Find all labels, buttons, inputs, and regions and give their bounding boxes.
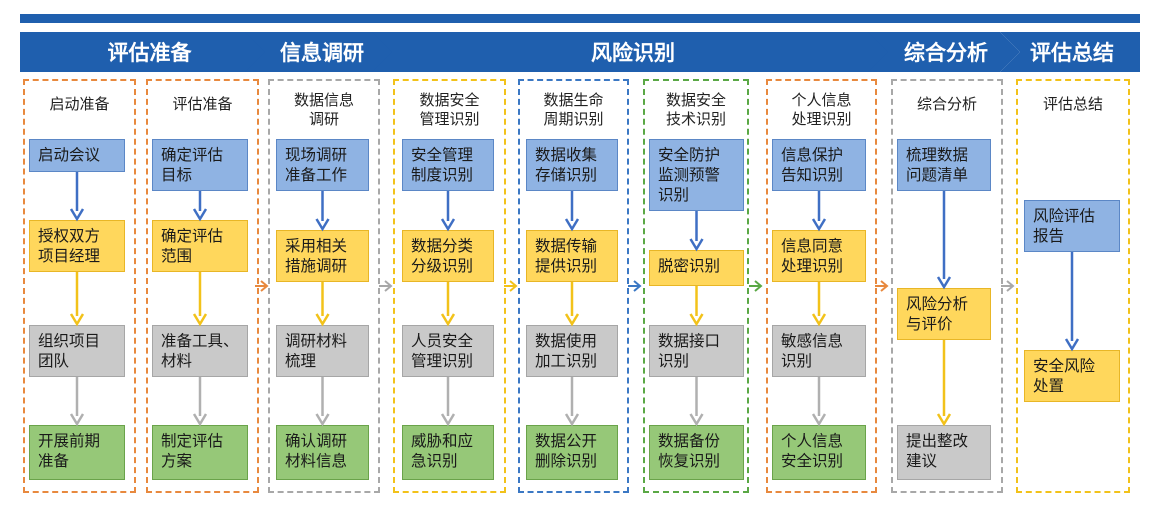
step-column-9: 评估总结 <box>1016 79 1130 493</box>
down-arrow-head <box>689 313 704 327</box>
step-box: 确定评估 范围 <box>152 220 248 272</box>
down-arrow-head <box>315 218 330 232</box>
step-box: 提出整改 建议 <box>897 425 991 480</box>
step-box: 个人信息 安全识别 <box>772 425 866 480</box>
step-box: 开展前期 准备 <box>29 425 125 480</box>
column-title: 启动准备 <box>49 95 110 113</box>
step-box: 数据接口 识别 <box>649 325 744 377</box>
column-connector-arrow <box>504 280 518 292</box>
down-arrow-head <box>811 313 827 327</box>
column-title: 评估总结 <box>1042 95 1103 113</box>
step-box: 准备工具、 材料 <box>152 325 248 377</box>
column-title: 评估准备 <box>172 95 233 113</box>
down-arrow-head <box>564 218 580 232</box>
step-box: 安全管理 制度识别 <box>402 139 494 191</box>
phase-label: 信息调研 <box>280 41 364 65</box>
step-box: 安全风险 处置 <box>1024 350 1120 402</box>
step-box: 启动会议 <box>29 139 125 172</box>
down-arrow-head <box>69 313 85 327</box>
down-arrow-head <box>689 238 704 252</box>
column-title: 数据安全 技术识别 <box>665 91 726 128</box>
step-column-6: 数据安全 技术识别 <box>643 79 749 493</box>
step-box: 授权双方 项目经理 <box>29 220 125 272</box>
column-connector-arrow <box>875 280 889 292</box>
step-box: 数据分类 分级识别 <box>402 230 494 282</box>
step-box: 现场调研 准备工作 <box>276 139 369 191</box>
down-arrow-head <box>192 313 208 327</box>
down-arrow-head <box>811 413 827 427</box>
down-arrow-head <box>315 413 330 427</box>
step-box: 信息同意 处理识别 <box>772 230 866 282</box>
step-box: 梳理数据 问题清单 <box>897 139 991 191</box>
down-arrow-head <box>315 313 330 327</box>
down-arrow-head <box>440 313 456 327</box>
down-arrow-head <box>811 218 827 232</box>
column-connector-arrow <box>749 280 763 292</box>
phase-chevron-1: 评估准备 <box>20 32 275 72</box>
column-title: 综合分析 <box>916 95 977 113</box>
down-arrow-head <box>564 313 580 327</box>
column-connector-arrow <box>255 280 269 292</box>
step-box: 风险评估 报告 <box>1024 200 1120 252</box>
phase-chevron-2: 信息调研 <box>245 32 395 72</box>
column-connector-arrow <box>1001 280 1015 292</box>
column-title: 数据生命 周期识别 <box>543 91 604 128</box>
phase-chevron-5: 评估总结 <box>1000 32 1140 72</box>
down-arrow-head <box>440 218 456 232</box>
step-box: 数据备份 恢复识别 <box>649 425 744 480</box>
column-connector-arrow <box>628 280 642 292</box>
down-arrow-head <box>689 413 704 427</box>
column-title: 数据信息 调研 <box>293 91 354 128</box>
step-box: 组织项目 团队 <box>29 325 125 377</box>
down-arrow-head <box>564 413 580 427</box>
down-arrow-head <box>1064 338 1080 352</box>
down-arrow-head <box>69 413 85 427</box>
phase-label: 综合分析 <box>904 41 988 65</box>
step-box: 数据收集 存储识别 <box>526 139 618 191</box>
step-box: 人员安全 管理识别 <box>402 325 494 377</box>
step-box: 威胁和应 急识别 <box>402 425 494 480</box>
phase-chevron-3: 风险识别 <box>372 32 890 72</box>
phase-label: 评估总结 <box>1030 41 1114 65</box>
phase-label: 评估准备 <box>107 41 192 65</box>
step-box: 脱密识别 <box>649 250 744 286</box>
down-arrow-head <box>440 413 456 427</box>
step-box: 信息保护 告知识别 <box>772 139 866 191</box>
down-arrow-head <box>936 276 952 290</box>
top-accent-bar <box>20 14 1140 23</box>
down-arrow-head <box>192 208 208 222</box>
phase-label: 风险识别 <box>591 41 675 65</box>
step-box: 制定评估 方案 <box>152 425 248 480</box>
column-connector-arrow <box>379 280 393 292</box>
step-box: 采用相关 措施调研 <box>276 230 369 282</box>
step-box: 确定评估 目标 <box>152 139 248 191</box>
step-box: 安全防护 监测预警 识别 <box>649 139 744 211</box>
phase-chevron-4: 综合分析 <box>868 32 1020 72</box>
down-arrow-head <box>936 413 952 427</box>
down-arrow-head <box>69 208 85 222</box>
step-column-1: 启动准备 <box>23 79 136 493</box>
column-title: 数据安全 管理识别 <box>419 91 480 128</box>
step-box: 风险分析 与评价 <box>897 288 991 340</box>
down-arrow-head <box>192 413 208 427</box>
column-title: 个人信息 处理识别 <box>791 91 852 128</box>
